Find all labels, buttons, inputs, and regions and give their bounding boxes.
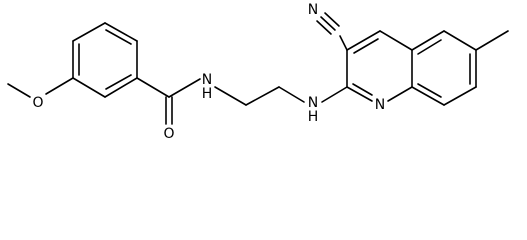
bond [321, 86, 348, 103]
bond [443, 30, 477, 51]
nitrile-group [316, 12, 348, 51]
bond [387, 86, 413, 102]
amide-nitrogen-label: N [202, 72, 212, 88]
bond [104, 22, 138, 42]
nitrile-nitrogen-label: N [308, 2, 318, 18]
double-bond-inner [105, 74, 132, 90]
bond [411, 86, 445, 106]
double-bond-inner [352, 83, 373, 96]
benzene-ring [72, 22, 138, 98]
triple-bond [320, 16, 336, 31]
double-bond-inner [417, 83, 442, 98]
bond [72, 77, 106, 98]
amide-hydrogen-label: H [202, 86, 213, 102]
amine-nitrogen-label: N [308, 95, 318, 111]
bond [104, 77, 138, 98]
amine-hydrogen-label: H [308, 109, 319, 125]
double-bond-inner [105, 29, 132, 45]
benzo-ring [411, 30, 477, 106]
triple-bond [316, 20, 332, 35]
bond [379, 30, 413, 51]
pyridine-ring [321, 30, 413, 103]
bond [411, 30, 445, 51]
bond [45, 77, 74, 95]
bond [72, 22, 106, 42]
bond [278, 86, 305, 103]
bond [339, 35, 348, 51]
bond [346, 30, 381, 51]
bond [7, 83, 31, 98]
atom-labels: O O N H N H N N [32, 2, 385, 142]
methyl-group [475, 30, 509, 51]
double-bond-inner [353, 38, 379, 54]
bond [168, 78, 201, 98]
bond [136, 77, 170, 98]
amide-group [136, 77, 201, 125]
bond [475, 30, 509, 51]
ethylene-linker [214, 86, 305, 106]
ring-nitrogen-label: N [375, 97, 385, 113]
methoxy-group [7, 77, 74, 98]
double-bond-inner [417, 39, 442, 55]
bond [346, 86, 373, 102]
bond [443, 86, 477, 106]
chemical-structure-diagram: O O N H N H N N [7, 2, 509, 142]
carbonyl-oxygen-label: O [163, 126, 174, 142]
bond [245, 86, 280, 106]
bond [214, 86, 247, 106]
methoxy-oxygen-label: O [32, 95, 43, 111]
triple-bond [324, 12, 340, 27]
